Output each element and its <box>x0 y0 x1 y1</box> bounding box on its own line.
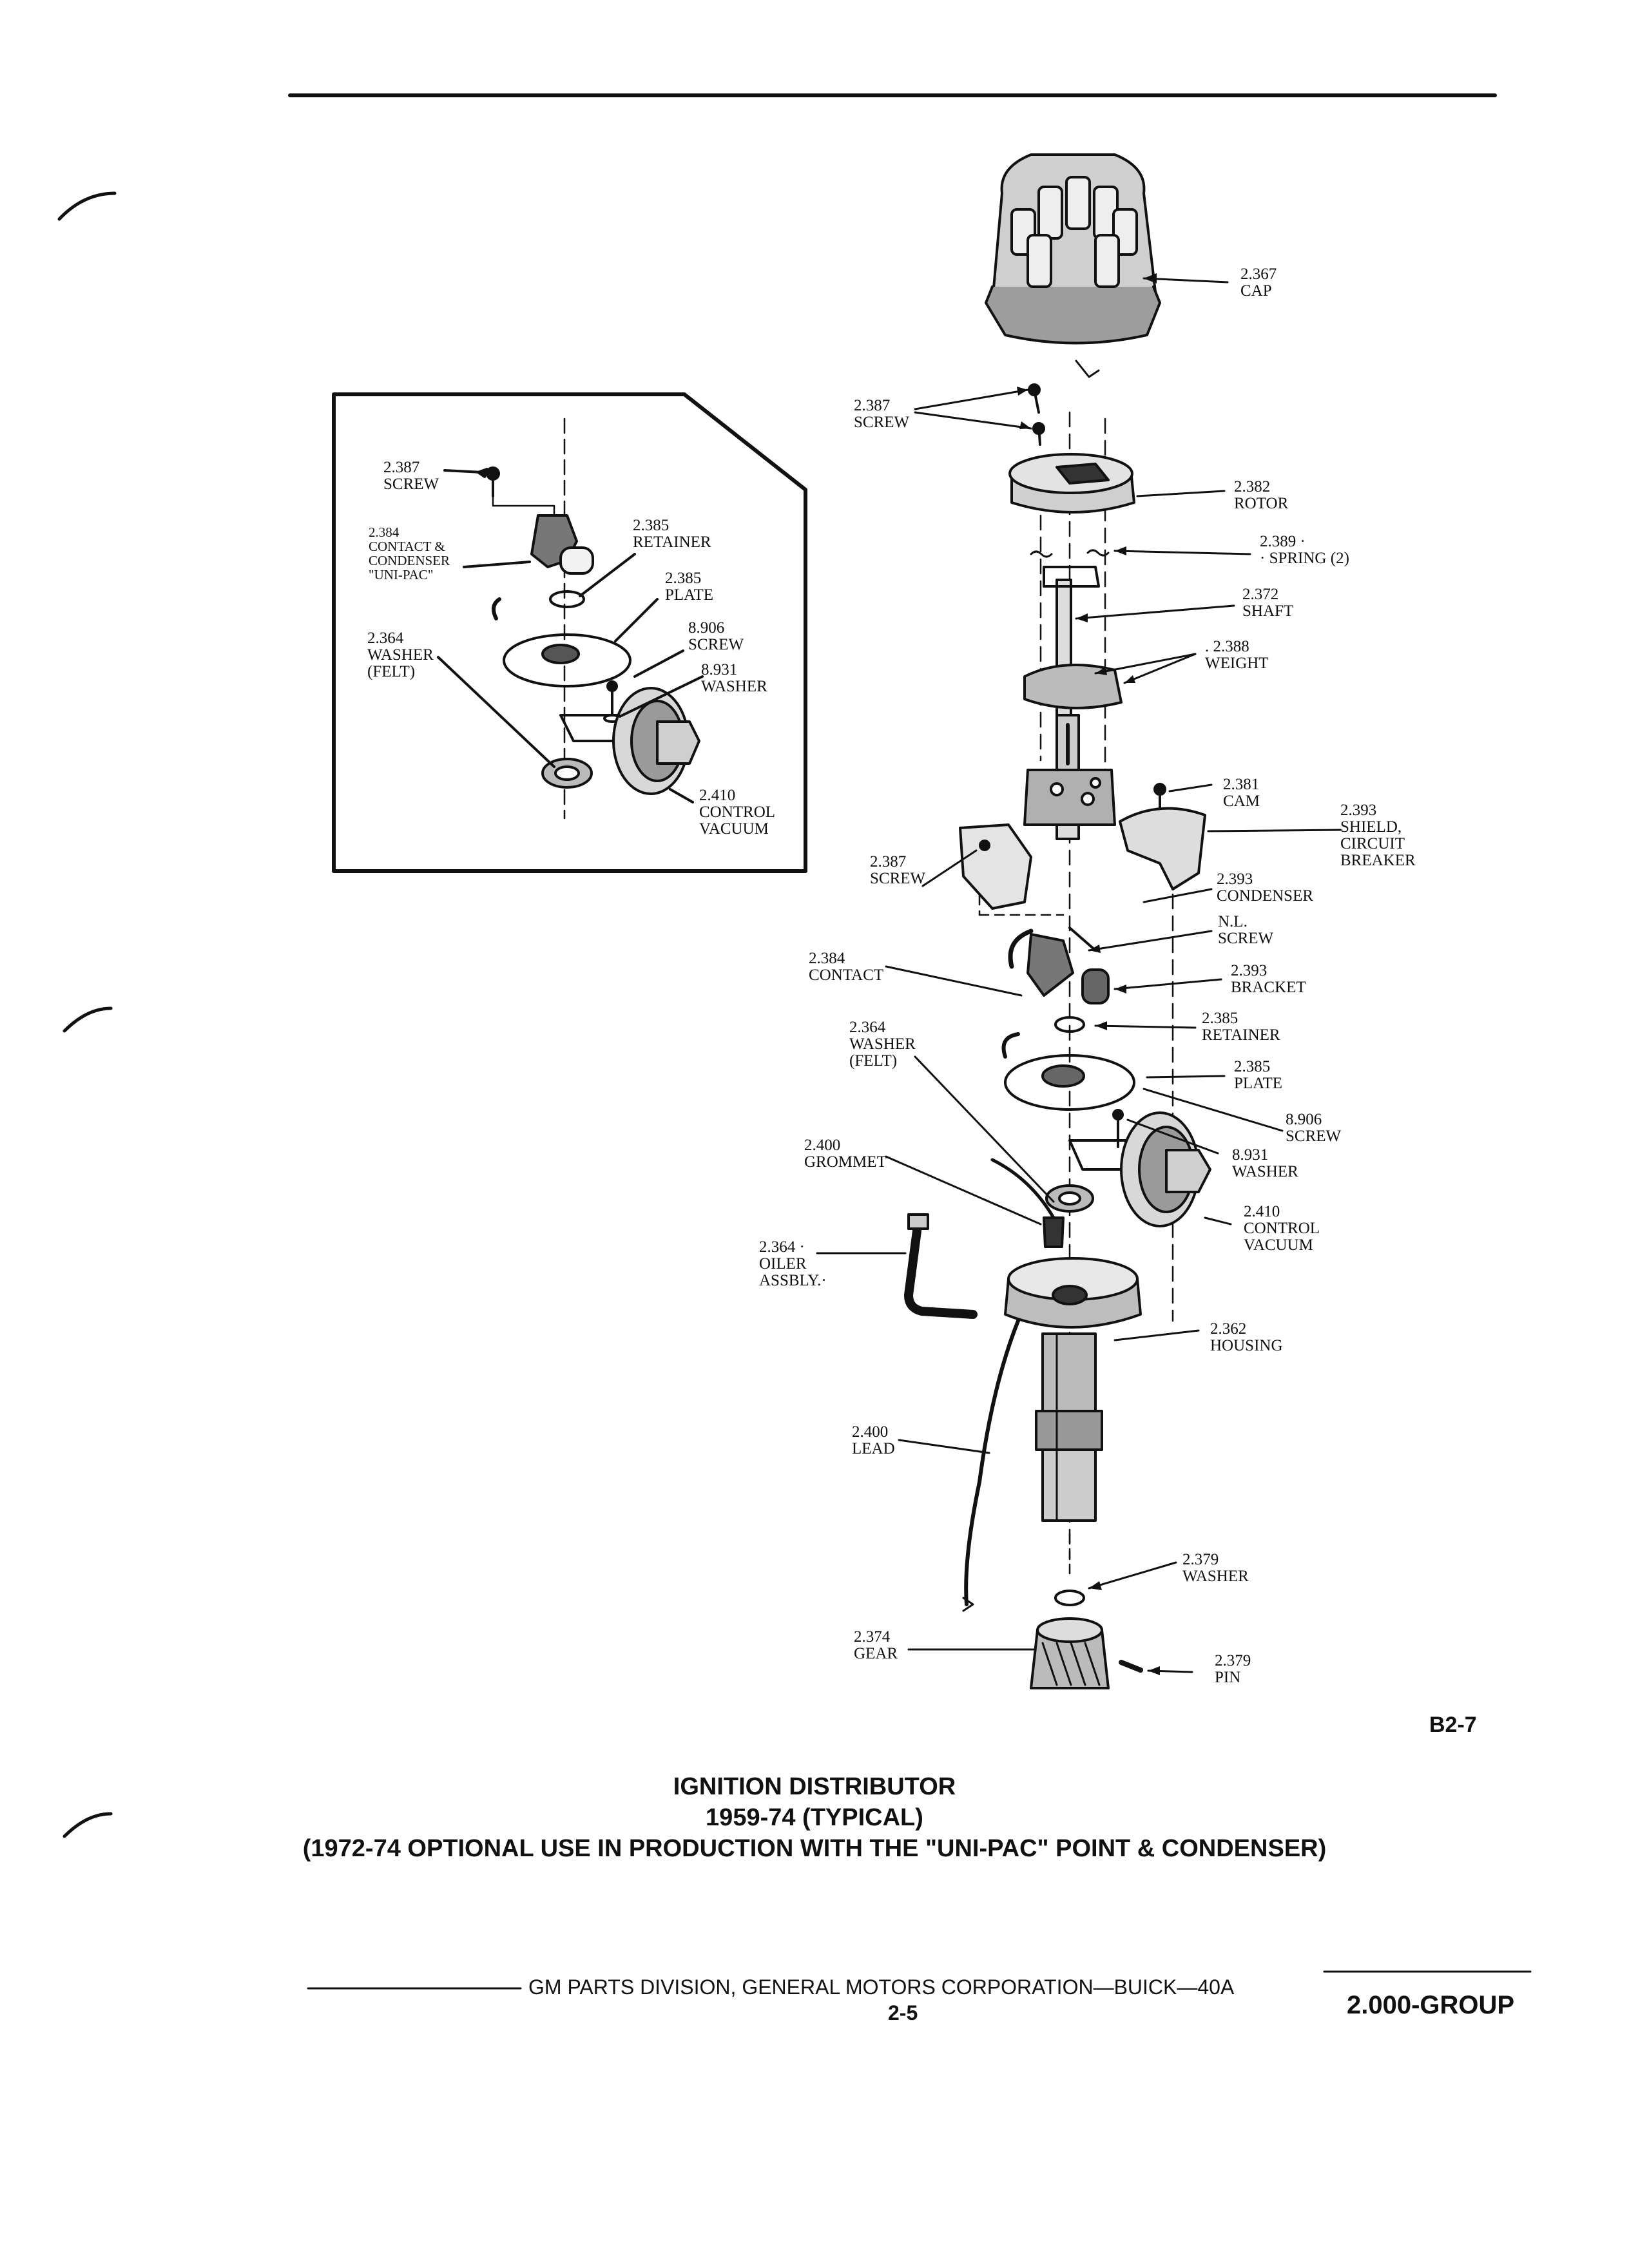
caption-years: 1959-74 (TYPICAL) <box>706 1804 923 1831</box>
cam <box>1023 769 1116 826</box>
shield-circuit-breaker <box>1119 807 1206 890</box>
footer-page-number: 2-5 <box>888 2001 918 2024</box>
oiler-assembly <box>904 1216 978 1319</box>
breaker-plate <box>1004 1054 1135 1111</box>
inset-frame <box>332 392 807 873</box>
leader-lines <box>816 277 1342 1673</box>
inset-parts <box>437 418 704 820</box>
main-parts <box>904 153 1211 1689</box>
footer-group: 2.000-GROUP <box>1347 1991 1515 2019</box>
footer-division: GM PARTS DIVISION, GENERAL MOTORS CORPOR… <box>528 1975 1235 1999</box>
arrow-heads <box>1017 273 1160 1675</box>
caption-note: (1972-74 OPTIONAL USE IN PRODUCTION WITH… <box>302 1835 1327 1862</box>
binder-hole-mark <box>63 1006 113 1033</box>
lead-wire <box>964 1319 1020 1606</box>
caption-title: IGNITION DISTRIBUTOR <box>673 1773 956 1800</box>
label-spring: 2.389 ·· SPRING (2) <box>1260 533 1349 567</box>
label-nl-screw: N.L.SCREW <box>1218 913 1274 947</box>
binder-hole-mark <box>57 191 117 221</box>
figure-code: B2-7 <box>1429 1713 1477 1737</box>
binder-hole-mark <box>63 1812 113 1838</box>
